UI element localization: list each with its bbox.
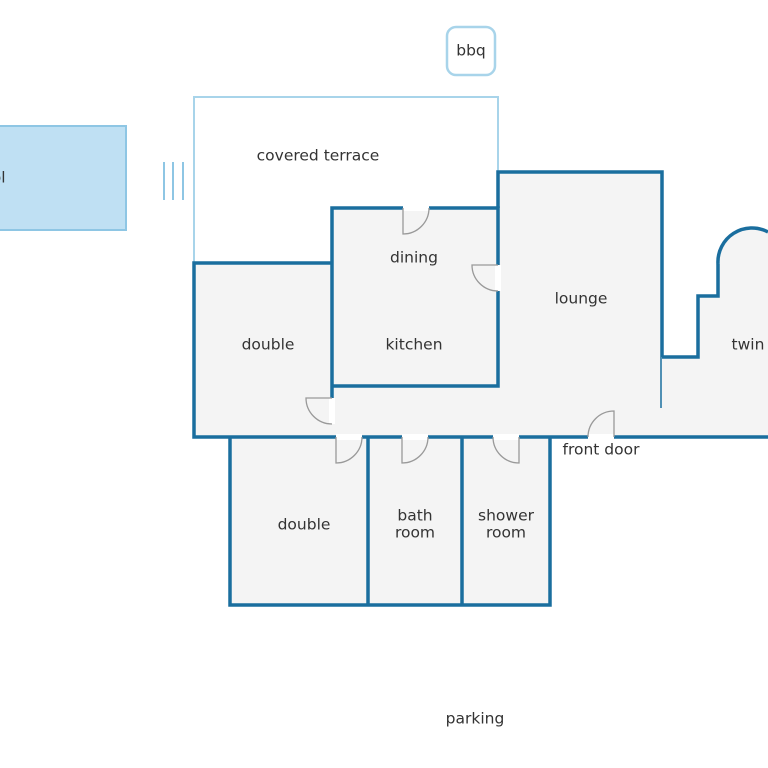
wall-twin-bay	[716, 226, 768, 265]
covered-terrace-label: covered terrace	[257, 147, 380, 165]
bbq-label: bbq	[456, 42, 486, 60]
pool-area	[0, 125, 127, 231]
door-dining-terrace	[402, 207, 430, 235]
wall-twin	[662, 264, 720, 359]
dining-label: dining	[390, 249, 438, 267]
door-arcs	[305, 207, 615, 464]
twin-label: twin	[732, 336, 765, 354]
pool-label: pool	[0, 169, 6, 187]
bbq-box	[445, 25, 497, 77]
bath-room-label-line2: room	[395, 524, 435, 542]
door-shower-room	[492, 436, 520, 464]
front-door-label: front door	[563, 441, 641, 459]
wall-double-west	[192, 261, 332, 439]
covered-terrace-outline	[193, 96, 499, 263]
pool-steps-icon	[163, 162, 184, 200]
shower-room-label-line2: room	[486, 524, 526, 542]
wall-south-rooms	[228, 437, 552, 607]
door-double-south	[335, 436, 363, 464]
door-bath-room	[401, 436, 429, 464]
kitchen-label: kitchen	[385, 336, 442, 354]
double-south-label: double	[278, 516, 331, 534]
door-gaps	[329, 205, 614, 440]
parking-label: parking	[446, 710, 505, 728]
shower-room-label-line1: shower	[478, 507, 535, 525]
lounge-label: lounge	[555, 290, 608, 308]
double-west-label: double	[242, 336, 295, 354]
floor-fill	[194, 172, 768, 605]
door-double-west	[305, 397, 333, 425]
bath-room-label-line1: bath	[397, 507, 432, 525]
door-front	[587, 410, 615, 438]
door-dining-lounge	[471, 264, 499, 292]
wall-lounge	[496, 170, 664, 357]
